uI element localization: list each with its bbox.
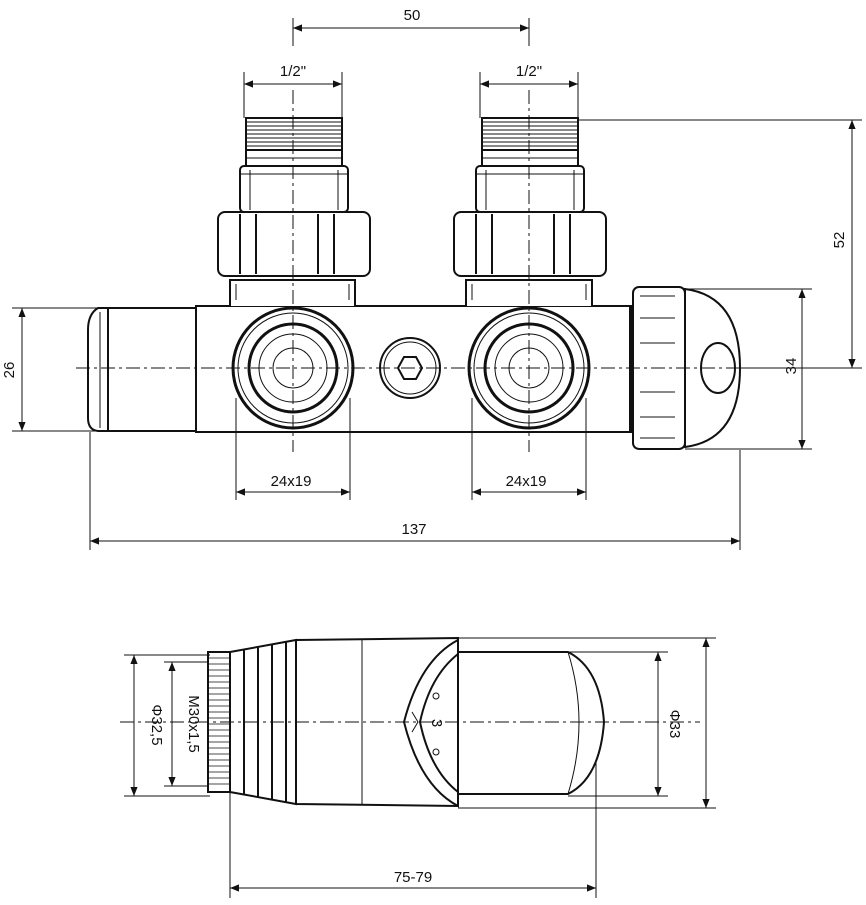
dim-thread-right: 1/2" [516,63,542,80]
dim-nut-left: 24x19 [271,473,312,490]
dim-nut-right: 24x19 [506,473,547,490]
dim-height-to-thread: 52 [831,232,848,249]
dim-head-length: 75-79 [394,869,432,886]
dim-cap-diameter: Φ33 [666,710,683,739]
dim-overall-length: 137 [401,521,426,538]
thermostatic-head-view: 3 [120,636,700,808]
dim-body-height: 26 [1,362,18,379]
left-end-cap [87,307,197,432]
left-fitting [217,117,371,277]
valve-front-view [76,90,778,452]
dial-marking: 3 [428,719,445,727]
dimensions-front: 50 1/2" 1/2" 52 26 34 24x19 [1,7,862,550]
right-fitting [453,117,607,277]
dimensions-head: Φ32,5 M30x1,5 Φ33 75-79 [124,637,716,898]
valve-body [195,279,631,433]
dim-head-height: 34 [783,358,800,375]
dim-pitch: 50 [404,7,421,24]
dim-thread-left: 1/2" [280,63,306,80]
dim-head-diameter-outer: Φ32,5 [148,704,165,745]
dim-head-thread: M30x1,5 [185,695,202,753]
